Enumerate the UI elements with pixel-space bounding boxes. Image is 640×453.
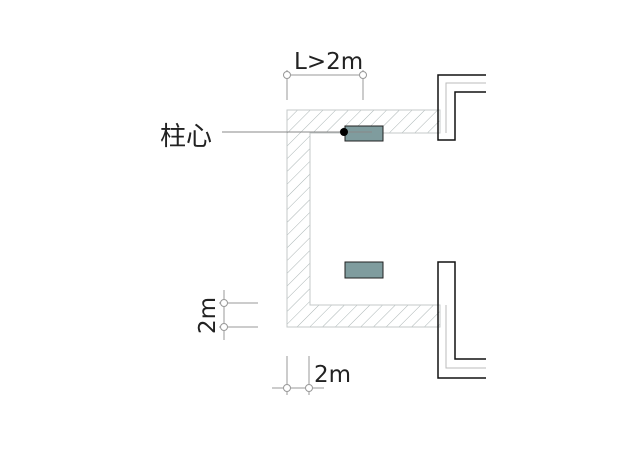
length-dimension-label: L>2m xyxy=(294,49,363,75)
wall-thickness-label: 2m xyxy=(195,297,221,334)
column-center-dot xyxy=(340,128,348,136)
column-bottom xyxy=(344,261,384,279)
hatched-wall xyxy=(286,109,441,328)
column-top xyxy=(344,125,384,142)
right-wall-bottom xyxy=(437,261,486,379)
wall-thickness-dimension xyxy=(219,290,258,340)
column-center-label: 柱心 xyxy=(160,122,212,152)
length-dimension xyxy=(283,70,367,100)
wall-width-label: 2m xyxy=(314,362,351,388)
wall-width-dimension xyxy=(272,356,324,395)
right-wall-top xyxy=(437,74,486,141)
